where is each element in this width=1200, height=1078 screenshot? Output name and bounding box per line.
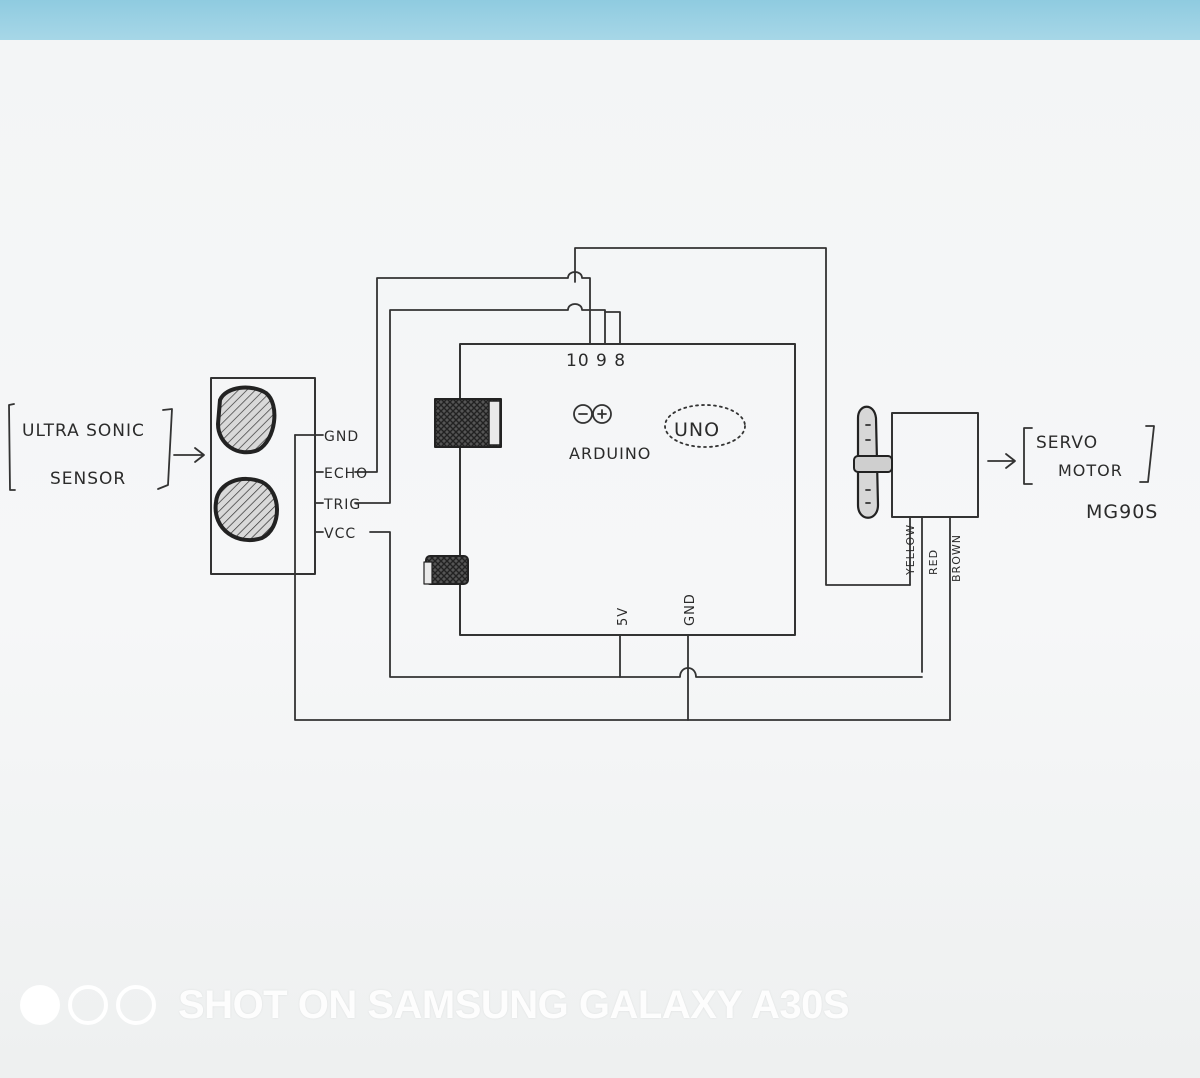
arduino-pin-gnd: GND bbox=[683, 593, 698, 626]
sensor-label-line1: ULTRA SONIC bbox=[22, 421, 145, 441]
wires bbox=[294, 247, 951, 721]
uno-dotted-outline bbox=[664, 404, 746, 448]
camera-lens-icon bbox=[68, 985, 108, 1025]
sensor-transducer-bottom bbox=[213, 476, 279, 543]
arduino-brand-label: ARDUINO bbox=[569, 444, 651, 463]
camera-lens-icon bbox=[20, 985, 60, 1025]
servo-wire-yellow: YELLOW bbox=[904, 524, 917, 576]
sensor-transducer-top bbox=[216, 385, 277, 455]
watermark-text: SHOT ON SAMSUNG GALAXY A30S bbox=[178, 982, 850, 1027]
sensor-pin-echo: ECHO bbox=[324, 466, 368, 482]
servo-wire-brown: BROWN bbox=[950, 534, 963, 582]
camera-watermark: SHOT ON SAMSUNG GALAXY A30S bbox=[20, 980, 850, 1030]
servo-label-line2: MOTOR bbox=[1058, 461, 1123, 480]
arduino-logo-icon bbox=[573, 404, 612, 424]
servo-model-label: MG90S bbox=[1086, 501, 1158, 523]
servo-motor bbox=[853, 405, 979, 721]
sensor-pin-vcc: VCC bbox=[324, 526, 356, 542]
sensor-label-line2: SENSOR bbox=[50, 469, 126, 489]
ultrasonic-sensor bbox=[210, 377, 324, 575]
servo-wire-red: RED bbox=[927, 549, 940, 575]
arduino-pin-5v: 5V bbox=[616, 607, 631, 626]
sensor-pin-trig: TRIG bbox=[323, 497, 361, 513]
paper-sheet bbox=[0, 40, 1200, 1078]
photo-background-band bbox=[0, 0, 1200, 44]
arduino-model-label: UNO bbox=[674, 419, 720, 441]
arduino-top-pins: 10 9 8 bbox=[566, 351, 626, 371]
sensor-pin-gnd: GND bbox=[324, 429, 359, 445]
sensor-label-bracket bbox=[8, 403, 205, 491]
arduino-board bbox=[423, 343, 796, 636]
camera-lens-icon bbox=[116, 985, 156, 1025]
servo-label-bracket bbox=[987, 425, 1155, 485]
servo-label-line1: SERVO bbox=[1036, 433, 1098, 453]
